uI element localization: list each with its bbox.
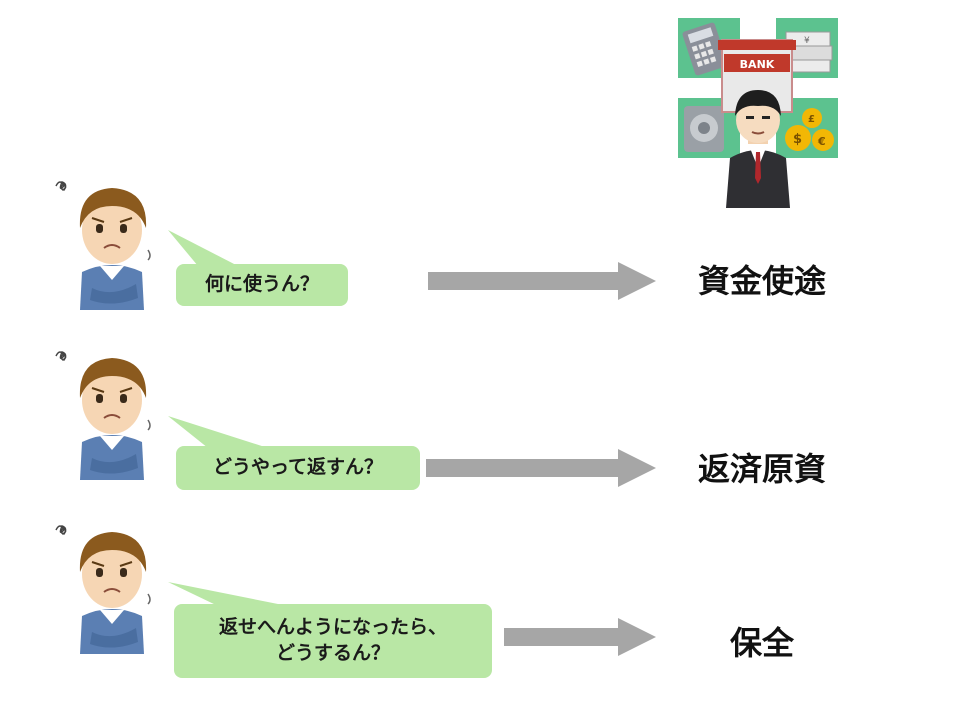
svg-text:£: £ bbox=[808, 114, 815, 125]
question-text: 何に使うん？ bbox=[204, 273, 319, 296]
confused-scribble-icon bbox=[55, 525, 67, 535]
worried-man-1 bbox=[52, 170, 162, 310]
confused-scribble-icon bbox=[55, 181, 67, 191]
worried-man-3 bbox=[52, 514, 162, 654]
arrow-right-2 bbox=[426, 449, 658, 491]
speech-bubble-tail bbox=[168, 582, 298, 616]
speech-bubble-tail bbox=[168, 416, 278, 460]
answer-label-2: 返済原資 bbox=[697, 450, 826, 488]
svg-text:€: € bbox=[817, 135, 826, 148]
yen-bills-icon: ¥ bbox=[785, 31, 833, 73]
arrow-right-3 bbox=[504, 618, 658, 660]
speech-bubble-tail bbox=[168, 230, 248, 284]
speech-bubble-question-3: 返せへんようになったら、 どうするん？ bbox=[174, 604, 492, 678]
svg-text:¥: ¥ bbox=[804, 36, 810, 46]
answer-label-1: 資金使途 bbox=[697, 262, 826, 300]
speech-bubble-question-1: 何に使うん？ bbox=[176, 264, 348, 306]
bank-banker-illustration: ¥ $ € £ BANK bbox=[678, 18, 840, 208]
svg-text:$: $ bbox=[793, 132, 802, 147]
worried-man-2 bbox=[52, 340, 162, 480]
bank-building-icon: BANK bbox=[718, 39, 796, 113]
money-bags-icon: $ € £ bbox=[785, 108, 834, 151]
bank-sign: BANK bbox=[740, 58, 775, 71]
arrow-right-1 bbox=[428, 262, 658, 304]
answer-label-3: 保全 bbox=[729, 624, 794, 662]
calculator-icon bbox=[682, 22, 728, 76]
question-text: どうやって返すん？ bbox=[212, 456, 384, 479]
vault-icon bbox=[684, 106, 724, 152]
question-text: 返せへんようになったら、 どうするん？ bbox=[218, 616, 447, 664]
speech-bubble-question-2: どうやって返すん？ bbox=[176, 446, 420, 490]
confused-scribble-icon bbox=[55, 351, 67, 361]
banker-icon bbox=[726, 90, 790, 208]
